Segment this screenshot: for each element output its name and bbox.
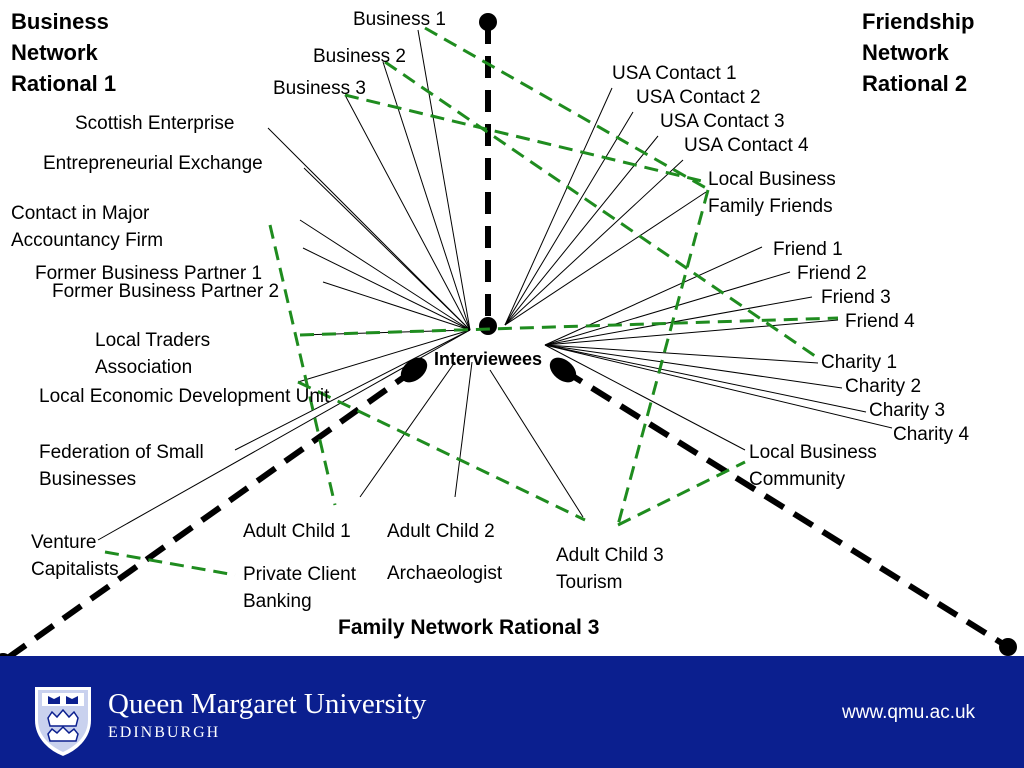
spoke-venture-capitalists bbox=[97, 329, 471, 541]
node-adult-child-2: Adult Child 2 bbox=[387, 521, 495, 542]
spoke-business-2 bbox=[382, 61, 471, 331]
spoke-former-partner-1 bbox=[302, 247, 471, 331]
node-charity-1: Charity 1 bbox=[821, 352, 898, 373]
spoke-usa-3 bbox=[504, 135, 659, 326]
spoke-scottish-enterprise bbox=[267, 127, 471, 331]
spoke-charity-2 bbox=[544, 344, 843, 389]
footer-bar bbox=[0, 656, 1024, 768]
link-local-business-family-tourism bbox=[616, 189, 710, 526]
centre-left-node bbox=[400, 357, 428, 383]
node-tourism: Tourism bbox=[556, 572, 623, 593]
spoke-former-partner-2 bbox=[322, 281, 471, 331]
node-former-partner-1: Former Business Partner 1 bbox=[35, 263, 263, 284]
spoke-friend-2 bbox=[544, 271, 791, 346]
node-business-3: Business 3 bbox=[273, 78, 366, 99]
node-usa-contact-2: USA Contact 2 bbox=[636, 87, 761, 108]
slide: Business Network Rational 1 Friendship N… bbox=[0, 9, 1017, 656]
spoke-business-1 bbox=[417, 29, 471, 331]
node-local-business-family: Local Business Family Friends bbox=[708, 169, 836, 217]
node-entrepreneurial-exchange: Entrepreneurial Exchange bbox=[43, 153, 263, 174]
node-economic-unit: Local Economic Development Unit bbox=[39, 386, 330, 407]
university-url[interactable]: www.qmu.ac.uk bbox=[842, 702, 976, 723]
spoke-local-business-community bbox=[544, 344, 746, 451]
endpoint-top bbox=[479, 13, 497, 31]
node-business-1: Business 1 bbox=[353, 9, 446, 30]
axis-left bbox=[5, 367, 416, 656]
node-adult-child-3: Adult Child 3 bbox=[556, 545, 664, 566]
spoke-local-business-family bbox=[504, 191, 707, 326]
node-archaeologist: Archaeologist bbox=[387, 563, 503, 584]
corner-title-business: Business Network Rational 1 bbox=[11, 9, 117, 96]
link-venture-private-client bbox=[104, 550, 236, 577]
spoke-charity-4 bbox=[544, 344, 893, 429]
spoke-federation bbox=[234, 329, 471, 451]
spokes bbox=[97, 29, 893, 541]
endpoint-bottom-right bbox=[999, 638, 1017, 656]
triangle-axes bbox=[5, 22, 1010, 656]
node-accountancy-firm: Contact in Major Accountancy Firm bbox=[11, 203, 164, 251]
spoke-usa-4 bbox=[504, 159, 684, 326]
node-venture-capitalists: Venture Capitalists bbox=[31, 532, 119, 580]
cross-links bbox=[104, 26, 839, 577]
spoke-charity-1 bbox=[544, 344, 819, 364]
node-adult-child-1: Adult Child 1 bbox=[243, 521, 351, 542]
spoke-usa-2 bbox=[504, 111, 634, 326]
spoke-adult-child-3 bbox=[489, 369, 584, 518]
spoke-adult-child-1 bbox=[359, 361, 456, 498]
link-traders-friend-4 bbox=[299, 316, 839, 337]
spoke-friend-3 bbox=[544, 296, 813, 346]
node-federation: Federation of Small Businesses bbox=[39, 442, 204, 490]
university-name: Queen Margaret University bbox=[108, 688, 427, 720]
node-friend-1: Friend 1 bbox=[773, 239, 843, 260]
spoke-adult-child-2 bbox=[454, 361, 473, 498]
spoke-accountancy-firm bbox=[299, 219, 471, 331]
interviewees-label: Interviewees bbox=[434, 349, 543, 369]
spoke-business-3 bbox=[344, 94, 471, 331]
node-former-partner-2: Former Business Partner 2 bbox=[52, 281, 280, 302]
node-friend-3: Friend 3 bbox=[821, 287, 891, 308]
node-local-business-community: Local Business Community bbox=[749, 442, 877, 490]
node-scottish-enterprise: Scottish Enterprise bbox=[75, 113, 235, 134]
link-accountancy-adult-child-1 bbox=[268, 224, 337, 506]
node-charity-2: Charity 2 bbox=[845, 376, 922, 397]
spoke-charity-3 bbox=[544, 344, 867, 413]
node-usa-contact-1: USA Contact 1 bbox=[612, 63, 737, 84]
node-local-traders: Local Traders Association bbox=[95, 330, 211, 378]
spoke-usa-1 bbox=[504, 87, 613, 326]
university-crest-icon bbox=[33, 685, 93, 758]
axis-endpoints bbox=[0, 13, 1017, 656]
centre-top-node bbox=[479, 317, 497, 335]
spoke-economic-unit bbox=[297, 329, 471, 383]
axis-right bbox=[561, 367, 1010, 650]
node-usa-contact-4: USA Contact 4 bbox=[684, 135, 809, 156]
spoke-friend-4 bbox=[544, 319, 839, 346]
link-economic-unit-adult-child-3 bbox=[297, 380, 586, 522]
node-private-client: Private Client Banking bbox=[243, 564, 356, 612]
spoke-friend-1 bbox=[544, 246, 763, 346]
corner-title-friendship: Friendship Network Rational 2 bbox=[862, 9, 975, 96]
node-usa-contact-3: USA Contact 3 bbox=[660, 111, 785, 132]
node-friend-4: Friend 4 bbox=[845, 311, 915, 332]
link-business-1-usa-4 bbox=[424, 26, 707, 190]
university-city: EDINBURGH bbox=[108, 724, 221, 741]
spoke-entrepreneurial-exchange bbox=[303, 167, 471, 331]
node-charity-4: Charity 4 bbox=[893, 424, 970, 445]
centre-right-node bbox=[549, 357, 577, 383]
node-business-2: Business 2 bbox=[313, 46, 406, 67]
link-tourism-community bbox=[617, 460, 746, 527]
endpoint-bottom-left bbox=[0, 653, 10, 656]
network-diagram bbox=[0, 13, 1017, 656]
node-friend-2: Friend 2 bbox=[797, 263, 867, 284]
node-charity-3: Charity 3 bbox=[869, 400, 946, 421]
corner-title-family: Family Network Rational 3 bbox=[338, 616, 600, 639]
link-business-3-local-business-family bbox=[344, 93, 707, 184]
